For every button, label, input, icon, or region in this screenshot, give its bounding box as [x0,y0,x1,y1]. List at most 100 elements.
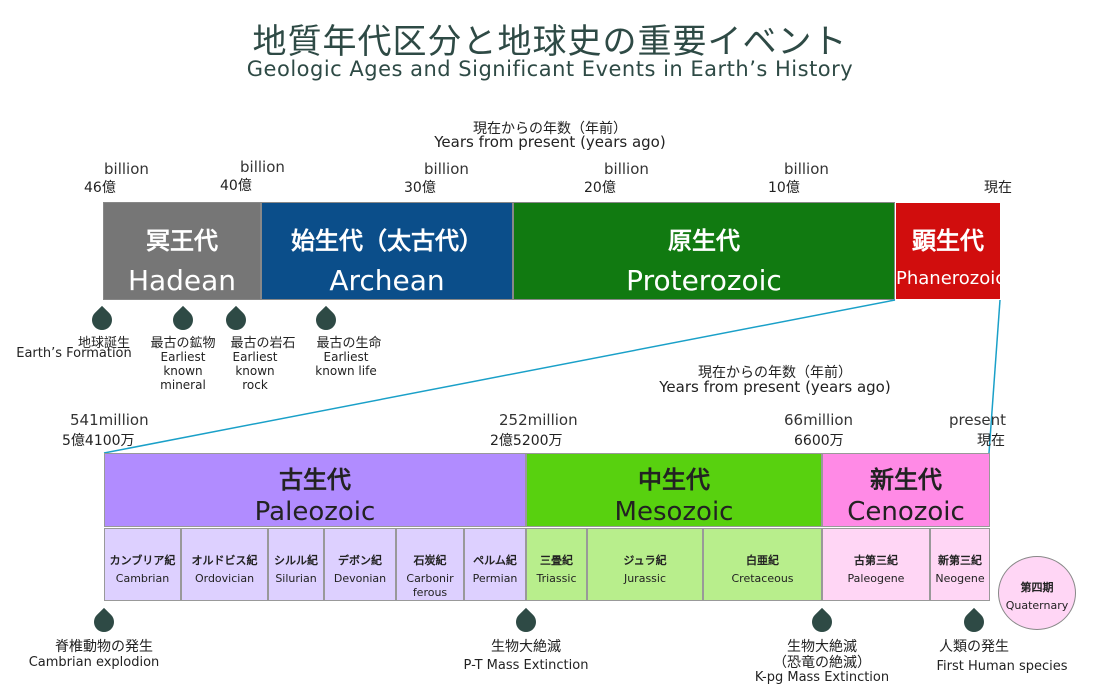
period-quaternary-jp: 第四期 [1020,581,1054,594]
event-earth-formation-jp: 地球誕生 [77,336,130,351]
event-kpg-extinction-jp: 生物大絶滅 [787,639,857,655]
event-earliest-mineral-en: Earliest known mineral [160,350,206,392]
eon-archean: 始生代（太古代） Archean [261,202,513,300]
title-japanese: 地質年代区分と地球史の重要イベント [252,22,848,62]
period-silurian-en: Silurian [275,572,317,585]
event-vertebrate-origin-jp: 脊椎動物の発生 [55,639,153,655]
era-mesozoic: 中生代 Mesozoic [526,453,822,527]
era-cenozoic-en: Cenozoic [847,497,965,527]
period-quaternary-en: Quaternary [1005,599,1069,612]
event-earth-formation-en: Earth’s Formation [16,346,132,361]
bottom-tick-541-en: 541million [70,411,149,429]
eon-phanerozoic-jp: 顕生代 [912,227,984,255]
period-paleogene: 古第三紀 Paleogene [822,528,930,601]
eon-proterozoic-jp: 原生代 [668,227,740,255]
period-triassic-en: Triassic [536,572,577,585]
top-tick-10-jp: 10億 [768,180,800,196]
period-jurassic-en: Jurassic [623,572,667,585]
period-cambrian-jp: カンブリア紀 [109,554,176,567]
period-triassic-jp: 三畳紀 [540,554,573,567]
top-tick-40-en: billion [240,158,285,176]
period-ordovician-jp: オルドビス紀 [191,554,258,567]
period-triassic: 三畳紀 Triassic [526,528,587,601]
period-permian-en: Permian [472,572,518,585]
event-earliest-life-en: Earliest known life [315,350,377,378]
period-quaternary-bubble: 第四期 Quaternary [998,556,1076,630]
period-silurian: シルル紀 Silurian [268,528,324,601]
period-carboniferous: 石炭紀 Carbonir ferous [396,528,464,601]
bottom-tick-252-jp: 2億5200万 [490,433,563,449]
bottom-tick-present-en: present [949,411,1007,429]
period-jurassic: ジュラ紀 Jurassic [587,528,703,601]
top-axis-label-en: Years from present (years ago) [434,133,666,151]
top-tick-present-jp: 現在 [984,180,1012,196]
period-carboniferous-jp: 石炭紀 [413,554,447,567]
connector-left-line [103,299,896,454]
era-mesozoic-en: Mesozoic [614,497,734,527]
period-cambrian: カンブリア紀 Cambrian [104,528,181,601]
period-neogene-en: Neogene [935,572,985,585]
eon-phanerozoic: 顕生代 Phanerozoic [895,202,1006,300]
top-tick-20-en: billion [604,160,649,178]
top-axis-label-jp: 現在からの年数（年前） [473,121,627,137]
top-tick-40-jp: 40億 [220,178,252,194]
eon-hadean-jp: 冥王代 [146,227,218,255]
connector-right-line [988,299,1001,454]
period-permian: ペルム紀 Permian [464,528,526,601]
bottom-tick-66-en: 66million [784,411,854,429]
event-earliest-rock-en: Earliest known rock [232,350,278,392]
period-cretaceous-en: Cretaceous [731,572,794,585]
event-pt-extinction-jp: 生物大絶滅 [491,639,561,655]
event-pt-extinction-en: P-T Mass Extinction [463,658,589,673]
period-jurassic-jp: ジュラ紀 [623,554,667,567]
period-neogene: 新第三紀 Neogene [930,528,990,601]
top-tick-10-en: billion [784,160,829,178]
bottom-tick-present-jp: 現在 [977,433,1005,449]
era-paleozoic-jp: 古生代 [279,466,351,494]
top-tick-46-en: billion [104,160,149,178]
period-cretaceous: 白亜紀 Cretaceous [703,528,822,601]
bottom-axis-label-en: Years from present (years ago) [659,378,891,396]
period-cambrian-en: Cambrian [115,572,170,585]
bottom-tick-66-jp: 6600万 [794,433,844,449]
top-tick-30-jp: 30億 [404,180,436,196]
event-kpg-extinction-en: K-pg Mass Extinction [754,670,890,685]
bottom-axis-label-jp: 現在からの年数（年前） [698,365,852,381]
eon-phanerozoic-en: Phanerozoic [896,268,1006,289]
bottom-tick-252-en: 252million [499,411,578,429]
era-paleozoic: 古生代 Paleozoic [104,453,526,527]
event-first-human-jp: 人類の発生 [939,639,1009,655]
bottom-tick-541-jp: 5億4100万 [62,433,135,449]
era-cenozoic: 新生代 Cenozoic [822,453,990,527]
period-ordovician: オルドビス紀 Ordovician [181,528,268,601]
eon-proterozoic: 原生代 Proterozoic [513,202,895,300]
period-silurian-jp: シルル紀 [274,554,318,567]
period-paleogene-jp: 古第三紀 [854,554,898,567]
period-devonian-en: Devonian [333,572,387,585]
period-cretaceous-jp: 白亜紀 [746,554,779,567]
period-paleogene-en: Paleogene [847,572,905,585]
event-earliest-mineral-jp: 最古の鉱物 [150,336,216,351]
eon-archean-en: Archean [329,264,445,297]
eon-proterozoic-en: Proterozoic [626,264,782,297]
era-cenozoic-jp: 新生代 [870,466,942,494]
era-mesozoic-jp: 中生代 [638,466,710,494]
event-vertebrate-origin-en: Cambrian explodion [28,655,160,670]
eon-hadean: 冥王代 Hadean [103,202,261,300]
period-devonian-jp: デボン紀 [338,554,382,567]
period-carboniferous-en: Carbonir ferous [406,572,454,599]
event-earliest-life-jp: 最古の生命 [316,336,382,351]
era-paleozoic-en: Paleozoic [254,497,376,527]
top-tick-30-en: billion [424,160,469,178]
event-kpg-extinction-jp2: （恐竜の絶滅） [773,655,871,671]
event-earliest-rock-jp: 最古の岩石 [230,336,296,351]
event-first-human-en: First Human species [936,659,1068,674]
eon-archean-jp: 始生代（太古代） [291,227,483,255]
period-neogene-jp: 新第三紀 [938,554,982,567]
period-devonian: デボン紀 Devonian [324,528,396,601]
top-tick-46-jp: 46億 [84,180,116,196]
period-permian-jp: ペルム紀 [473,554,517,567]
title-english: Geologic Ages and Significant Events in … [246,57,854,81]
period-ordovician-en: Ordovician [194,572,255,585]
